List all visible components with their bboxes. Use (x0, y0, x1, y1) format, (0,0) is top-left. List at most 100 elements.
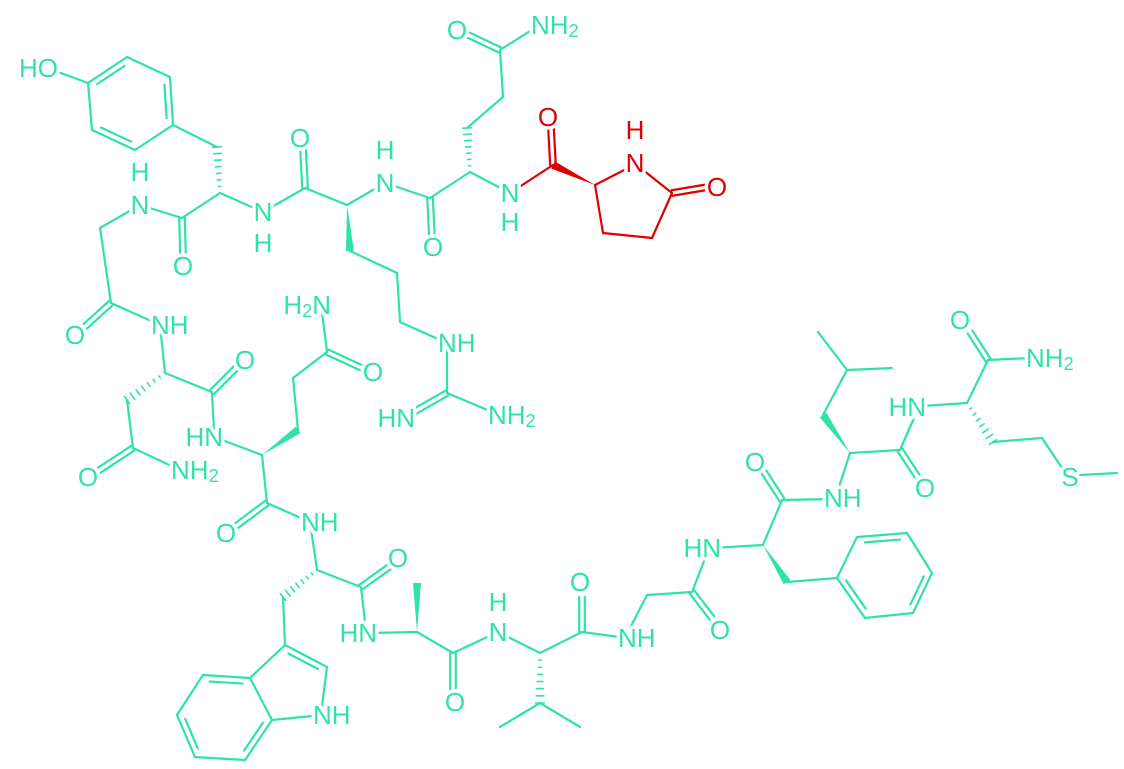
oxygen-label: O (950, 305, 970, 335)
double-bond (688, 592, 711, 621)
single-bond (816, 330, 849, 372)
double-bond (901, 447, 921, 476)
single-bond (320, 665, 329, 708)
single-bond (965, 358, 990, 405)
oxygen-label: O (216, 518, 236, 548)
single-bond (98, 203, 142, 230)
single-bond (863, 611, 915, 620)
oxygen-label: O (538, 102, 558, 132)
label-nh: NH (488, 400, 526, 430)
double-bond (461, 34, 500, 54)
single-bond (320, 310, 329, 354)
wedge-bond (346, 205, 354, 252)
label-nh: NH (1026, 343, 1064, 373)
hashed-bond (289, 585, 296, 593)
aromatic-inner-bond (96, 64, 126, 86)
label-n: N (312, 290, 331, 320)
single-bond (315, 568, 363, 589)
double-bond (324, 353, 366, 374)
single-bond (836, 451, 852, 492)
hashed-bond (975, 417, 981, 422)
single-bond (270, 713, 324, 722)
oxygen-label: O (570, 567, 590, 597)
double-bond (547, 127, 552, 167)
single-bond (303, 186, 349, 207)
double-bond (212, 364, 244, 396)
double-bond (765, 469, 786, 500)
label-h: H (283, 290, 302, 320)
single-bond (498, 24, 540, 52)
amino-label: H2N (283, 290, 331, 321)
hydrogen-label: H (501, 207, 520, 237)
double-bond (426, 197, 431, 240)
amine-label: NH (313, 700, 351, 730)
hashed-bond (158, 375, 162, 379)
subscript-2: 2 (1064, 354, 1074, 374)
single-bond (359, 585, 367, 624)
oxygen-label: O (447, 15, 467, 45)
double-bond (232, 504, 270, 533)
hashed-bond (982, 428, 990, 434)
single-bond (395, 271, 402, 324)
subscript-2: 2 (302, 301, 312, 321)
single-bond (366, 630, 419, 635)
single-bond (265, 501, 312, 524)
amine-label: HN (339, 618, 377, 648)
single-bond (428, 170, 472, 200)
double-bond (971, 329, 992, 360)
single-bond (465, 95, 505, 130)
aromatic-inner-bond (863, 538, 902, 544)
oxygen-label: O (423, 232, 443, 262)
single-bond (398, 320, 449, 345)
single-bond (109, 301, 162, 327)
hashed-bond (211, 145, 223, 149)
single-bond (415, 630, 455, 655)
wedge-bond (819, 412, 850, 453)
amine-label: NH (438, 328, 476, 358)
oxygen-label: O (65, 320, 85, 350)
single-bond (538, 701, 582, 729)
nitrogen-label: N (489, 617, 508, 647)
hydrogen-label: H (254, 228, 273, 258)
hashed-bond (972, 412, 977, 416)
hydrogen-label: H (376, 135, 395, 165)
subscript-2: 2 (209, 466, 219, 486)
single-bond (210, 390, 216, 434)
single-bond (138, 203, 184, 220)
double-bond (405, 394, 450, 421)
amine-label: NH (151, 310, 189, 340)
single-bond (593, 183, 605, 235)
hashed-bond (284, 589, 292, 597)
amino-label: NH2 (531, 10, 579, 41)
aromatic-bond (86, 55, 129, 85)
single-bond (821, 368, 849, 417)
single-bond (193, 755, 247, 762)
single-bond (383, 181, 432, 200)
single-bond (131, 446, 182, 472)
hashed-bond (295, 582, 301, 589)
double-bond (361, 568, 392, 591)
nitrogen-label: N (501, 178, 520, 208)
double-bond (760, 472, 781, 503)
single-bond (125, 398, 135, 450)
double-bond (327, 348, 369, 369)
aromatic-inner-bond (99, 126, 133, 143)
single-bond (163, 371, 214, 394)
aromatic-bond (168, 75, 175, 127)
hashed-bond (310, 572, 314, 576)
double-bond (92, 444, 133, 472)
aromatic-bond (855, 531, 909, 539)
bond-layer (56, 24, 1119, 762)
single-bond (248, 643, 287, 680)
hashed-bond (985, 433, 994, 440)
oxygen-label: O (707, 172, 727, 202)
oxygen-label: O (445, 687, 465, 717)
double-bond (693, 589, 716, 618)
single-bond (86, 81, 94, 132)
amine-label: NH (618, 623, 656, 653)
amine-label: HN (377, 403, 415, 433)
double-bond (95, 449, 136, 477)
single-bond (636, 164, 674, 195)
single-bond (451, 630, 500, 655)
subscript-2: 2 (569, 21, 579, 41)
